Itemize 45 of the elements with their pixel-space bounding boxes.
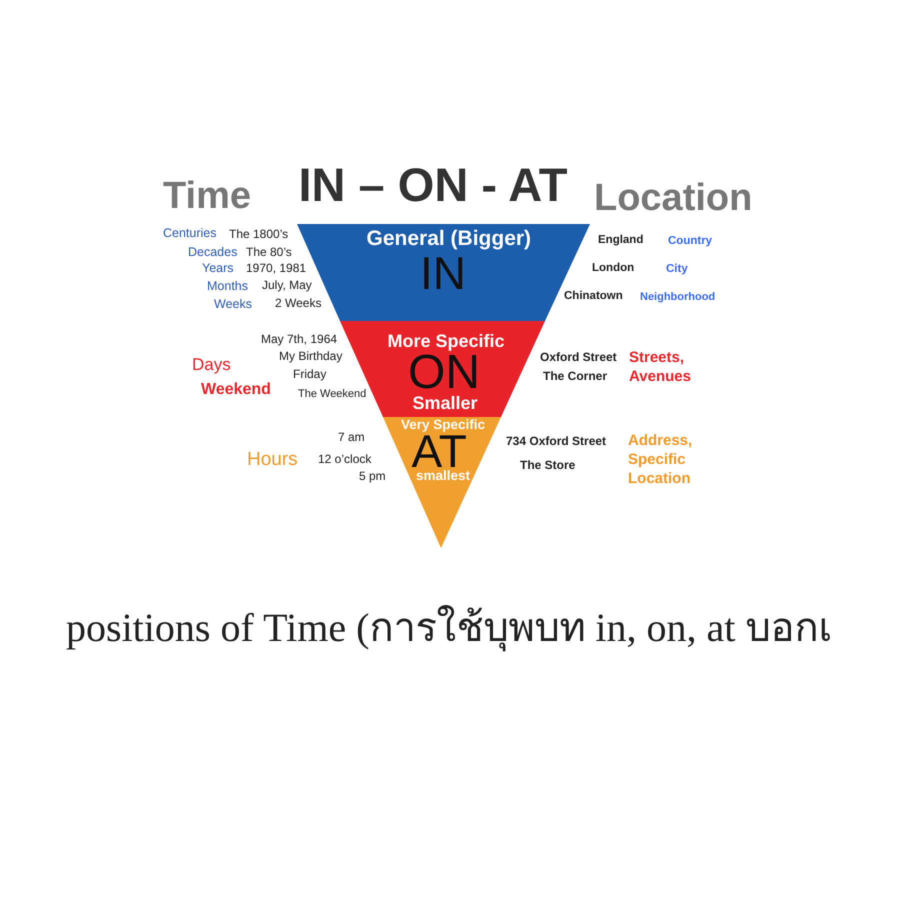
example-text: The 80’s bbox=[246, 246, 292, 260]
example-text: 2 Weeks bbox=[275, 297, 322, 311]
band-note: smallest bbox=[416, 469, 470, 482]
category-label: Country bbox=[668, 234, 712, 248]
category-label: Weeks bbox=[214, 297, 252, 312]
example-text: The 1800’s bbox=[229, 228, 288, 242]
example-text: 1970, 1981 bbox=[246, 262, 306, 276]
column-heading: Location bbox=[594, 177, 752, 221]
example-text: My Birthday bbox=[279, 350, 342, 364]
category-label: Hours bbox=[247, 449, 298, 471]
band-word: AT bbox=[412, 434, 467, 468]
category-label: Centuries bbox=[163, 226, 216, 240]
category-label: Months bbox=[207, 279, 248, 294]
category-label: Streets, Avenues bbox=[629, 348, 692, 386]
category-label: Neighborhood bbox=[640, 290, 716, 304]
example-text: 7 am bbox=[338, 431, 365, 445]
band-heading: More Specific bbox=[388, 332, 505, 350]
category-label: Decades bbox=[188, 245, 238, 260]
band-heading: Very Specific bbox=[401, 418, 486, 432]
band-heading: General (Bigger) bbox=[366, 228, 532, 248]
example-text: The Corner bbox=[543, 370, 608, 384]
title: IN – ON - AT bbox=[298, 158, 568, 212]
example-text: Oxford Street bbox=[540, 351, 617, 365]
example-text: The Store bbox=[520, 459, 576, 473]
example-text: England bbox=[598, 234, 644, 247]
category-label: Days bbox=[192, 355, 231, 375]
category-label: Address, Specific Location bbox=[628, 430, 694, 488]
example-text: London bbox=[592, 262, 634, 275]
category-label: Years bbox=[202, 261, 234, 276]
example-text: The Weekend bbox=[298, 388, 366, 400]
example-text: July, May bbox=[262, 279, 312, 293]
example-text: May 7th, 1964 bbox=[261, 333, 338, 347]
category-label: Weekend bbox=[201, 381, 271, 400]
example-text: Chinatown bbox=[564, 290, 623, 303]
category-label: City bbox=[666, 262, 688, 276]
band-word: IN bbox=[420, 256, 466, 290]
caption: positions of Time (การใช้บุพบท in, on, at บอกเ bbox=[66, 605, 832, 651]
column-heading: Time bbox=[163, 175, 252, 219]
band-note: Smaller bbox=[412, 394, 478, 412]
example-text: 12 o’clock bbox=[318, 453, 372, 467]
triangle-band bbox=[383, 417, 501, 548]
example-text: 734 Oxford Street bbox=[506, 435, 606, 449]
band-word: ON bbox=[408, 355, 480, 391]
example-text: 5 pm bbox=[359, 470, 386, 484]
example-text: Friday bbox=[293, 368, 326, 382]
